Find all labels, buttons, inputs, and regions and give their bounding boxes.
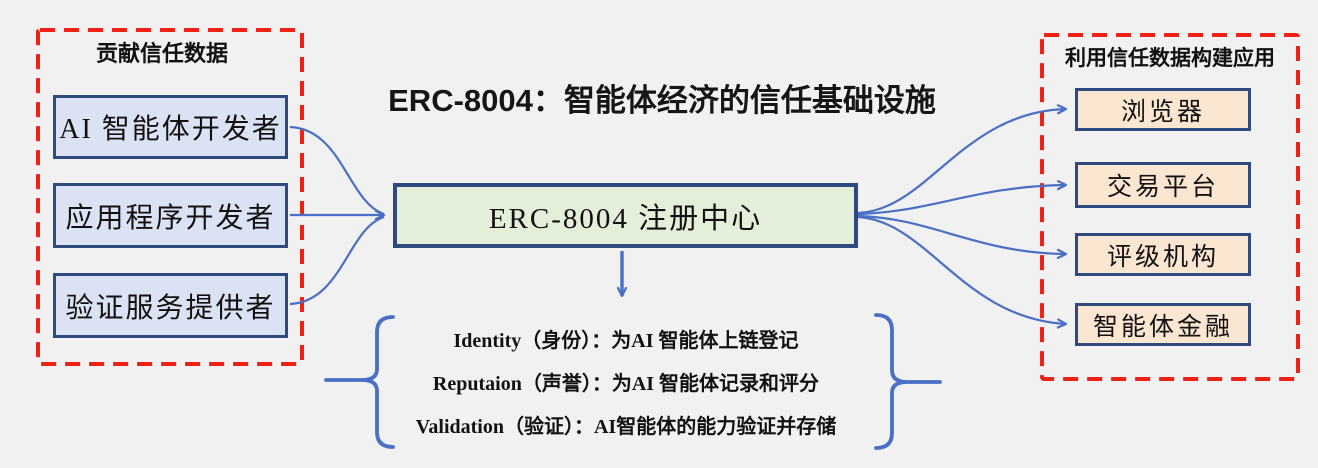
node-label: AI 智能体开发者 xyxy=(59,114,282,145)
node-label: ERC-8004 注册中心 xyxy=(488,202,763,235)
right-group-title: 利用信任数据构建应用 xyxy=(1065,47,1275,70)
node-browser: 浏览器 xyxy=(1075,88,1251,131)
arrow-right-3 xyxy=(857,214,1068,260)
function-validation: Validation（验证）：AI智能体的能力验证并存储 xyxy=(415,416,837,438)
node-agent-finance: 智能体金融 xyxy=(1075,303,1251,346)
arrow-right-2 xyxy=(857,179,1068,216)
node-label: 应用程序开发者 xyxy=(65,202,276,234)
node-rating-agency: 评级机构 xyxy=(1075,233,1251,276)
arrow-left-1 xyxy=(289,125,385,216)
arrow-right-4 xyxy=(857,215,1068,329)
function-reputation: Reputaion（声誉）：为AI 智能体记录和评分 xyxy=(432,373,820,395)
node-ai-agent-developers: AI 智能体开发者 xyxy=(53,95,288,159)
node-label: 交易平台 xyxy=(1106,174,1219,201)
page-title: ERC-8004：智能体经济的信任基础设施 xyxy=(388,83,936,118)
function-identity: Identity（身份）：为AI 智能体上链登记 xyxy=(453,330,799,352)
arrow-right-1 xyxy=(857,104,1068,215)
node-app-developers: 应用程序开发者 xyxy=(53,183,288,248)
right-brace xyxy=(874,313,908,450)
node-label: 评级机构 xyxy=(1106,243,1219,271)
node-label: 验证服务提供者 xyxy=(65,292,276,324)
node-label: 浏览器 xyxy=(1120,98,1205,126)
arrow-left-3 xyxy=(289,215,385,306)
left-group-title: 贡献信任数据 xyxy=(95,41,228,66)
registry-functions-list: Identity（身份）：为AI 智能体上链登记 Reputaion（声誉）：为… xyxy=(373,320,879,449)
node-label: 智能体金融 xyxy=(1092,313,1233,341)
node-trading-platform: 交易平台 xyxy=(1075,162,1251,208)
node-validation-service-providers: 验证服务提供者 xyxy=(53,273,288,338)
node-erc8004-registry: ERC-8004 注册中心 xyxy=(393,183,858,248)
